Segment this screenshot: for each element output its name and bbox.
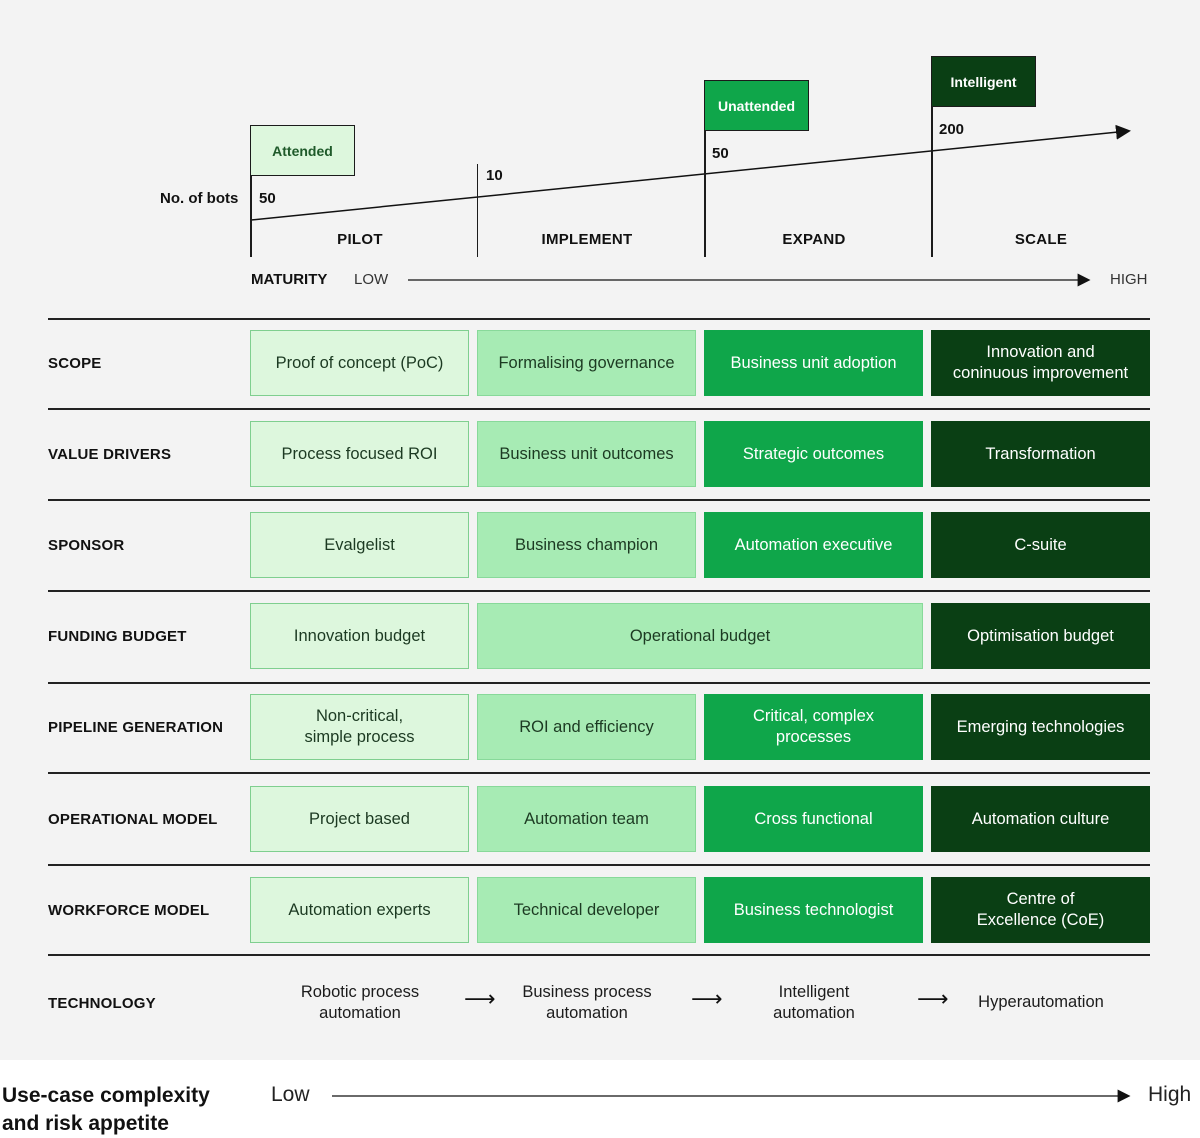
cell-value-implement: Business unit outcomes	[477, 421, 696, 487]
cell-value-pilot: Process focused ROI	[250, 421, 469, 487]
row-label-funding-budget: FUNDING BUDGET	[48, 627, 187, 645]
cell-funding-scale: Optimisation budget	[931, 603, 1150, 669]
cell-sponsor-scale: C-suite	[931, 512, 1150, 578]
pilot-pole	[250, 125, 252, 257]
phase-scale: SCALE	[1014, 231, 1068, 248]
arrow-right-icon: ⟶	[464, 986, 496, 1011]
scale-pole	[931, 56, 933, 257]
row-divider	[48, 682, 1150, 684]
diagram-panel: Attended Unattended Intelligent No. of b…	[0, 0, 1200, 1060]
arrow-right-icon: ⟶	[691, 986, 723, 1011]
cell-value-scale: Transformation	[931, 421, 1150, 487]
phase-expand: EXPAND	[782, 231, 846, 248]
cell-pipeline-expand: Critical, complex processes	[704, 694, 923, 760]
arrow-right-icon: ⟶	[917, 986, 949, 1011]
footer-title: Use-case complexity and risk appetite	[2, 1084, 210, 1135]
row-label-sponsor: SPONSOR	[48, 536, 125, 554]
cell-funding-implement-expand: Operational budget	[477, 603, 923, 669]
cell-pipeline-implement: ROI and efficiency	[477, 694, 696, 760]
cell-workforce-implement: Technical developer	[477, 877, 696, 943]
expand-pole	[704, 80, 706, 257]
footer-low: Low	[271, 1083, 310, 1106]
tech-intelligent-automation: Intelligent automation	[773, 983, 855, 1022]
cell-sponsor-pilot: Evalgelist	[250, 512, 469, 578]
bots-axis-label: No. of bots	[160, 190, 239, 207]
row-label-value-drivers: VALUE DRIVERS	[48, 445, 172, 463]
cell-workforce-expand: Business technologist	[704, 877, 923, 943]
cell-sponsor-expand: Automation executive	[704, 512, 923, 578]
cell-scope-pilot: Proof of concept (PoC)	[250, 330, 469, 396]
cell-workforce-pilot: Automation experts	[250, 877, 469, 943]
bot-count-implement: 10	[486, 167, 503, 184]
row-label-scope: SCOPE	[48, 354, 102, 372]
cell-funding-pilot: Innovation budget	[250, 603, 469, 669]
row-divider	[48, 864, 1150, 866]
row-label-workforce-model: WORKFORCE MODEL	[48, 901, 210, 919]
cell-value-expand: Strategic outcomes	[704, 421, 923, 487]
flag-attended: Attended	[250, 125, 355, 176]
cell-workforce-scale: Centre of Excellence (CoE)	[931, 877, 1150, 943]
bot-growth-line	[250, 124, 1131, 287]
cell-operational-scale: Automation culture	[931, 786, 1150, 852]
cell-scope-scale: Innovation and coninuous improvement	[931, 330, 1150, 396]
bot-count-scale: 200	[939, 121, 965, 138]
tech-hyperautomation: Hyperautomation	[978, 993, 1104, 1011]
flag-unattended: Unattended	[704, 80, 809, 131]
tech-rpa: Robotic process automation	[300, 983, 420, 1022]
tech-bpa: Business process automation	[522, 983, 652, 1022]
row-divider	[48, 499, 1150, 501]
row-label-pipeline-generation: PIPELINE GENERATION	[48, 718, 224, 736]
row-label-operational-model: OPERATIONAL MODEL	[48, 810, 218, 828]
flag-intelligent: Intelligent	[931, 56, 1036, 107]
maturity-low: LOW	[354, 271, 389, 288]
cell-scope-implement: Formalising governance	[477, 330, 696, 396]
cell-sponsor-implement: Business champion	[477, 512, 696, 578]
bot-count-pilot: 50	[259, 190, 276, 207]
cell-pipeline-pilot: Non-critical, simple process	[250, 694, 469, 760]
row-divider	[48, 772, 1150, 774]
implement-tick	[477, 164, 478, 257]
maturity-high: HIGH	[1110, 271, 1148, 288]
row-divider	[48, 590, 1150, 592]
row-divider	[48, 954, 1150, 956]
cell-operational-pilot: Project based	[250, 786, 469, 852]
cell-operational-implement: Automation team	[477, 786, 696, 852]
row-label-technology: TECHNOLOGY	[48, 994, 156, 1012]
cell-operational-expand: Cross functional	[704, 786, 923, 852]
phase-implement: IMPLEMENT	[541, 231, 633, 248]
phase-pilot: PILOT	[337, 231, 383, 248]
footer-high: High	[1148, 1083, 1192, 1106]
complexity-arrow	[332, 1089, 1131, 1103]
row-divider	[48, 408, 1150, 410]
cell-pipeline-scale: Emerging technologies	[931, 694, 1150, 760]
cell-scope-expand: Business unit adoption	[704, 330, 923, 396]
row-divider	[48, 318, 1150, 320]
maturity-label: MATURITY	[251, 271, 328, 288]
bot-count-expand: 50	[712, 145, 729, 162]
